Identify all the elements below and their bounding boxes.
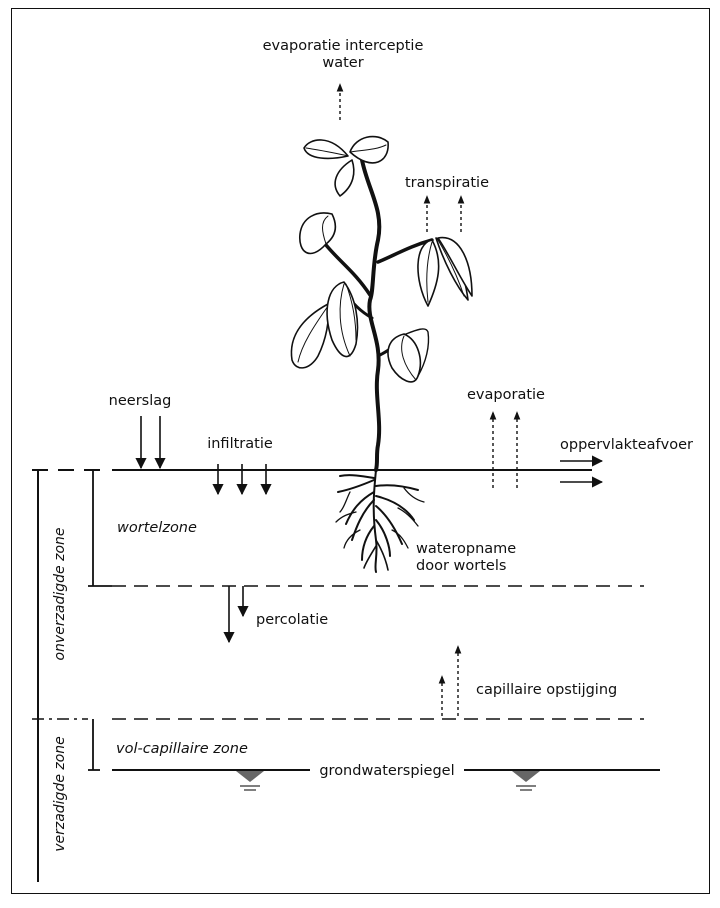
label-wateropname: wateropname [416,541,516,557]
plant [291,137,472,572]
label-evaporatie-interceptie: evaporatie interceptie [263,38,424,54]
leaf-right-lower [388,334,420,382]
label-verzadigde-zone: verzadigde zone [52,736,68,852]
label-vol-capillaire-zone: vol-capillaire zone [116,741,248,757]
leaf-right-3 [438,238,472,296]
label-infiltratie: infiltratie [207,436,273,452]
label-transpiratie: transpiratie [405,175,489,191]
leaf-right-1 [418,240,439,306]
label-onverzadigde-zone: onverzadigde zone [52,527,68,660]
label-evaporatie-interceptie-water: water [322,55,363,71]
label-neerslag: neerslag [109,393,172,409]
label-grondwaterspiegel: grondwaterspiegel [319,763,454,779]
plant-roots [336,470,424,572]
leaf-top-center [335,160,354,196]
water-table-symbol-2 [512,771,540,790]
label-wortelzone: wortelzone [117,520,197,536]
label-capillaire-opstijging: capillaire opstijging [476,682,617,698]
label-percolatie: percolatie [256,612,328,628]
label-evaporatie: evaporatie [467,387,545,403]
water-table-symbol-1 [236,771,264,790]
label-oppervlakteafvoer: oppervlakteafvoer [560,437,693,453]
leaf-left-lower-2 [327,282,357,356]
label-door-wortels: door wortels [416,558,506,574]
